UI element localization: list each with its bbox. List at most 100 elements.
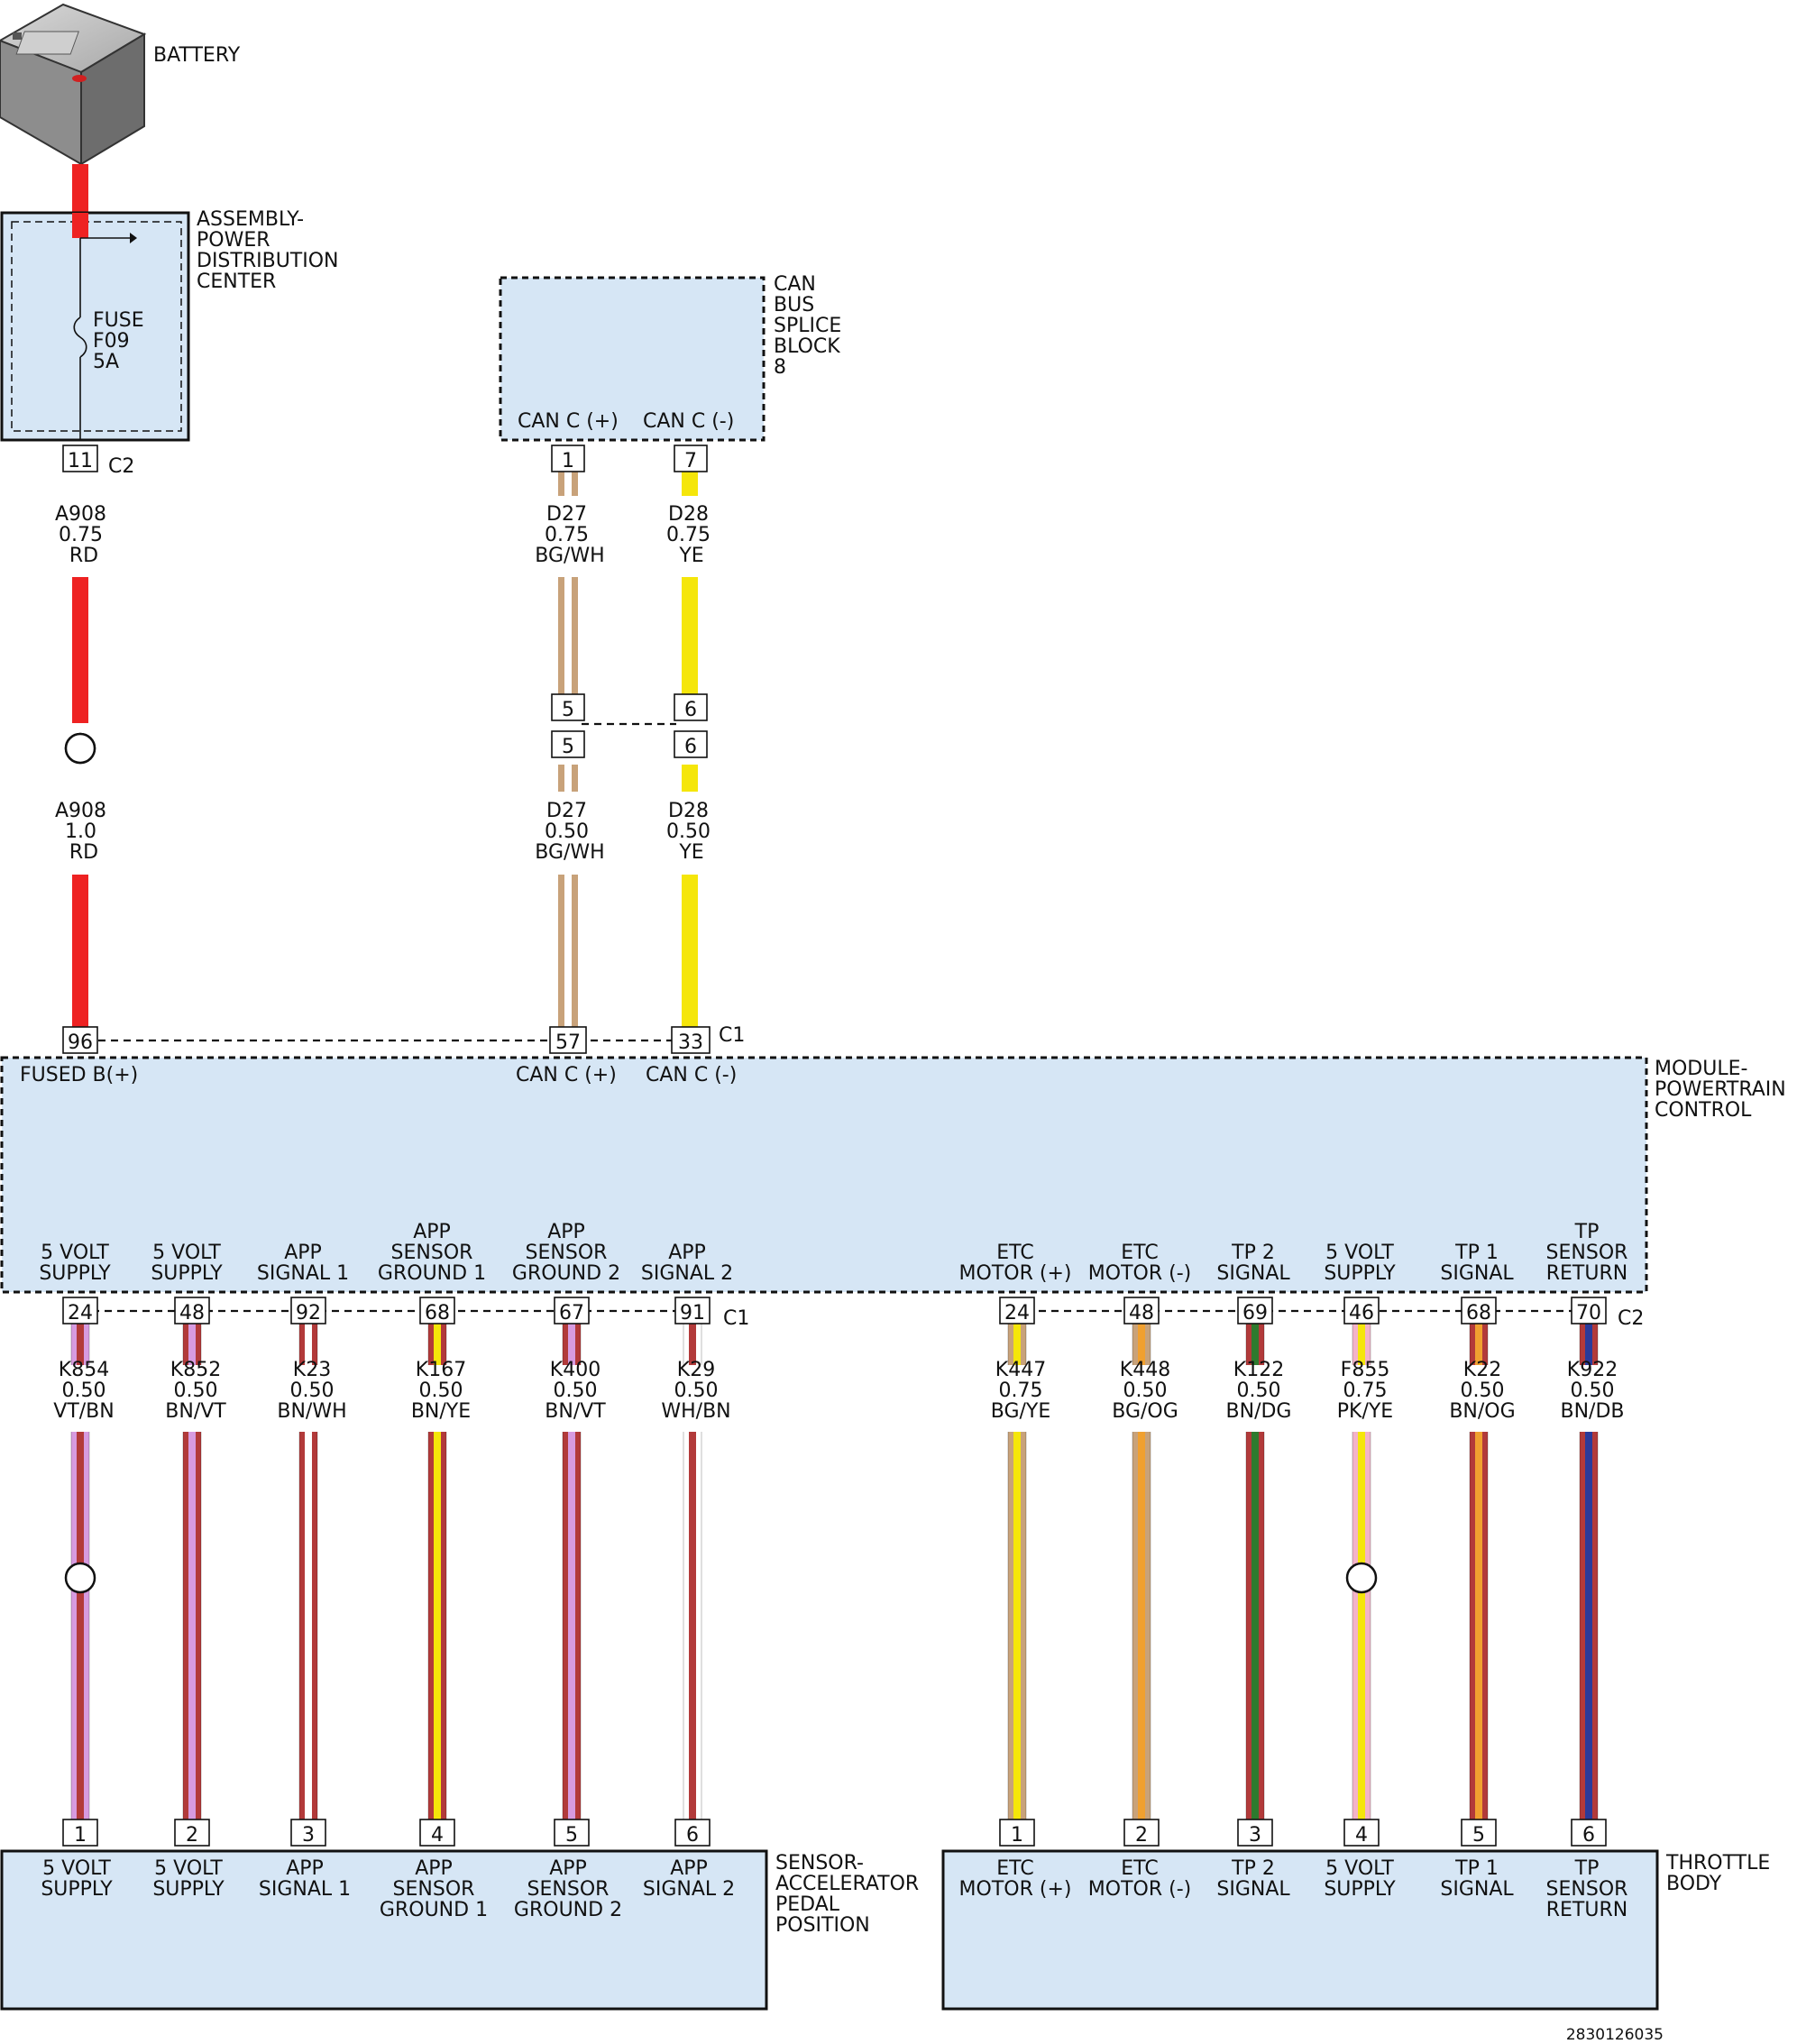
svg-text:1: 1 [562,450,574,472]
wire-k922 [1579,1432,1599,1819]
wire-k400 [562,1432,582,1819]
svg-text:1: 1 [1011,1824,1023,1847]
pcm-fused-b-label: FUSED B(+) [20,1064,138,1086]
svg-text:69: 69 [1242,1302,1268,1324]
wire-k167 [427,1432,447,1819]
pin-device-6: 6 [674,1819,711,1847]
svg-text:68: 68 [1466,1302,1491,1324]
wire-k22 [1469,1432,1489,1819]
wire-k122-upper [1245,1324,1265,1365]
svg-text:1: 1 [74,1824,87,1847]
fuse-icon [73,316,87,358]
splice-label: CAN BUS SPLICE BLOCK 8 [774,273,848,379]
wire-k22-upper [1469,1324,1489,1365]
wire-d27-seg2-label: D27 0.50 BG/WH [535,800,604,864]
pin-device-4: 4 [419,1819,455,1847]
battery-label: BATTERY [153,44,241,67]
wire-k23 [298,1432,318,1819]
pdc-label: ASSEMBLY- POWER DISTRIBUTION CENTER [197,208,345,293]
svg-text:6: 6 [1582,1824,1595,1847]
wire-k122 [1245,1432,1265,1819]
svg-text:68: 68 [425,1302,450,1324]
pin-pdc-11: 11 [62,445,98,472]
wire-d28-seg2-label: D28 0.50 YE [666,800,717,864]
battery-cable [72,164,88,214]
pcm-label: MODULE- POWERTRAIN CONTROL [1655,1058,1792,1122]
svg-text:96: 96 [68,1031,93,1054]
power-distribution-center [0,211,190,442]
pin-device-1: 1 [999,1819,1035,1847]
svg-text:24: 24 [1004,1302,1030,1324]
svg-text:5: 5 [562,699,574,721]
wire-k29-upper [683,1324,702,1365]
splice-point [64,1562,96,1594]
figure-id: 2830126035 [1566,2026,1664,2044]
svg-text:24: 24 [68,1302,93,1324]
pin-device-5: 5 [1461,1819,1497,1847]
wire-k852-upper [182,1324,202,1365]
pin-device-3: 3 [1237,1819,1273,1847]
wire-f855 [1352,1432,1371,1819]
pin-pcm-96: 96 [62,1026,98,1054]
svg-text:5: 5 [562,736,574,758]
pin-pcm-70: 70 [1571,1297,1607,1324]
svg-text:11: 11 [68,450,93,472]
wire-a908-seg1-label: A908 0.75 RD [55,503,113,567]
svg-text:4: 4 [431,1824,444,1847]
pin-pcm-68: 68 [419,1297,455,1324]
wire-k167-upper [427,1324,447,1365]
svg-text:67: 67 [559,1302,584,1324]
app-sensor-box [0,1849,768,2011]
pin-pcm-67: 67 [554,1297,590,1324]
pin-pcm-46: 46 [1343,1297,1380,1324]
svg-text:70: 70 [1576,1302,1601,1324]
svg-text:7: 7 [684,450,697,472]
powertrain-control-module [0,1056,1648,1294]
pin-pcm-68: 68 [1461,1297,1497,1324]
pin-pcm-33: 33 [671,1026,711,1054]
wire-k922-upper [1579,1324,1599,1365]
pdc-connector: C2 [108,455,134,478]
battery-icon [0,3,147,166]
svg-text:33: 33 [678,1031,703,1054]
svg-text:5: 5 [565,1824,578,1847]
pcm-bottom-connector-c2: C2 [1618,1307,1644,1330]
wire-f855-upper [1352,1324,1371,1365]
throttle-body-label: THROTTLE BODY [1665,1852,1776,1895]
svg-text:6: 6 [684,736,697,758]
fuse-label: FUSE F09 5A [93,309,151,373]
throttle-body-box [941,1849,1659,2011]
wire-k854-upper [70,1324,90,1365]
wire-k852 [182,1432,202,1819]
svg-text:48: 48 [1129,1302,1154,1324]
pin-device-1: 1 [62,1819,98,1847]
svg-text:6: 6 [686,1824,699,1847]
pin-inline-5-top: 5 [551,693,585,721]
pin-pcm-48: 48 [174,1297,210,1324]
pin-pcm-48: 48 [1123,1297,1160,1324]
splice-can-minus: CAN C (-) [643,410,734,433]
wire-d27-seg1-label: D27 0.75 BG/WH [535,503,604,567]
svg-text:3: 3 [1249,1824,1261,1847]
wire-k29 [683,1432,702,1819]
